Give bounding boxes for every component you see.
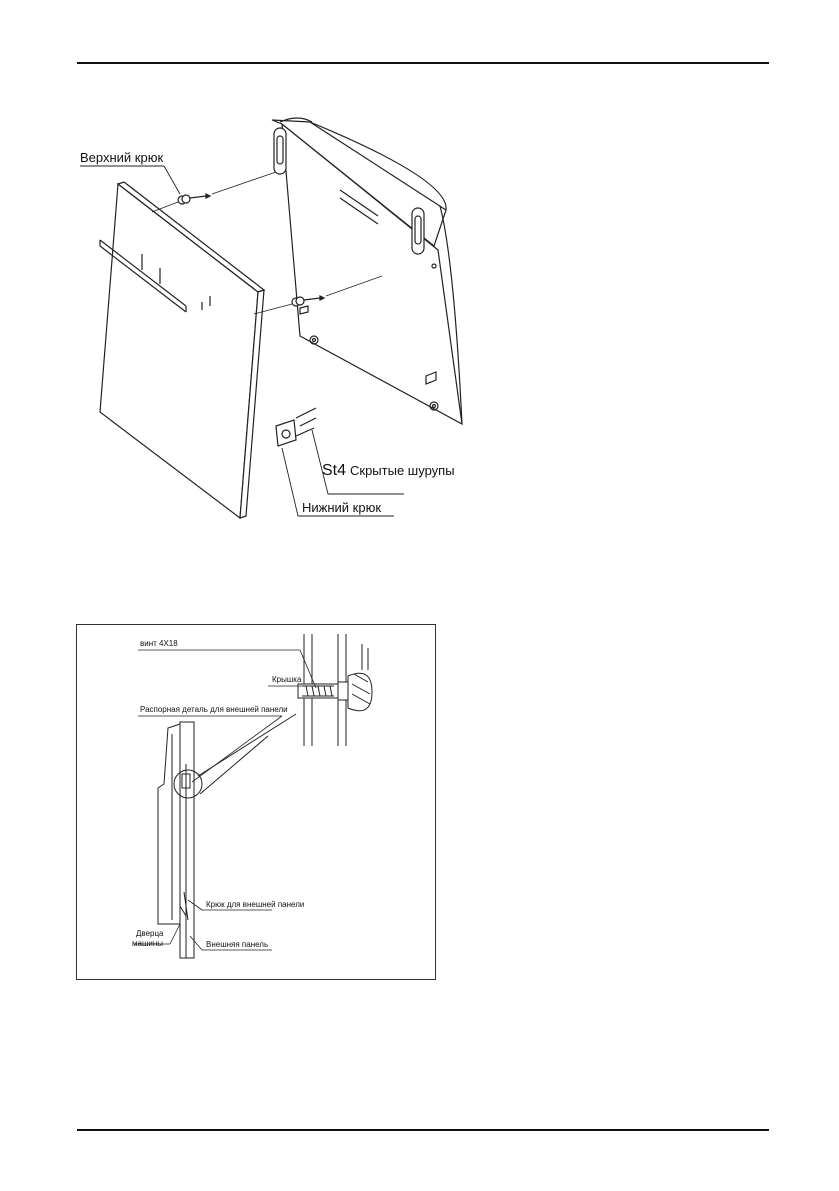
middle-hook-part bbox=[291, 295, 326, 307]
figure-frame bbox=[76, 624, 436, 980]
header-rule bbox=[77, 62, 769, 64]
upper-hook-part bbox=[177, 193, 212, 205]
detail-zoom bbox=[297, 634, 373, 746]
label-machine-door-line1: Дверца bbox=[136, 929, 164, 938]
label-machine-door-line2: машины bbox=[132, 939, 163, 948]
label-hidden-screws: Скрытые шурупы bbox=[350, 463, 455, 478]
label-lower-hook: Нижний крюк bbox=[302, 500, 381, 515]
lower-hook-part bbox=[275, 407, 317, 447]
label-screw: винт 4X18 bbox=[140, 639, 178, 648]
label-spacer: Распорная деталь для внешней панели bbox=[140, 705, 288, 714]
footer-rule bbox=[77, 1129, 769, 1131]
cross-section-figure: винт 4X18 Крышка Распорная деталь для вн… bbox=[76, 624, 436, 980]
label-cap: Крышка bbox=[272, 675, 302, 684]
outer-decor-panel bbox=[99, 181, 266, 520]
label-upper-hook: Верхний крюк bbox=[80, 150, 163, 165]
exploded-assembly-figure: Верхний крюк St4 Скрытые шурупы Нижний к… bbox=[80, 117, 463, 520]
label-hidden-screws-code: St4 bbox=[322, 462, 346, 479]
alignment-lines bbox=[151, 171, 383, 315]
label-panel-hook: Крюк для внешней панели bbox=[206, 900, 304, 909]
label-outer-panel: Внешняя панель bbox=[206, 940, 268, 949]
machine-door bbox=[271, 117, 463, 426]
leader-lines bbox=[134, 649, 317, 951]
